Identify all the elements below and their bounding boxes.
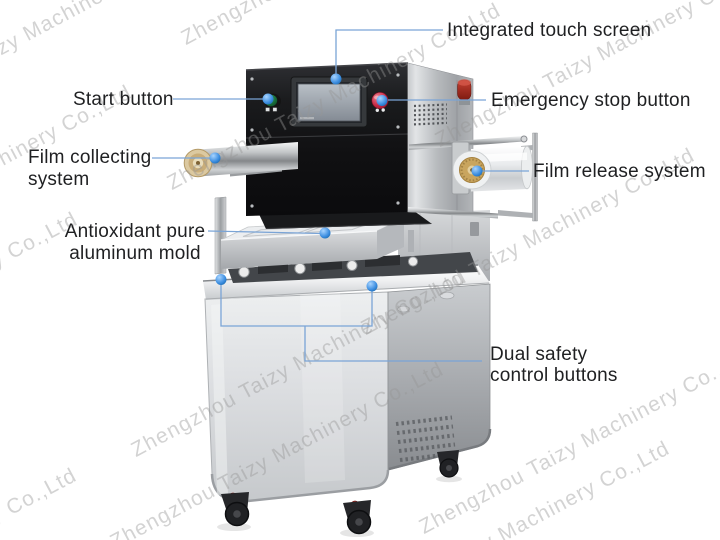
- line-dual-safety: [220, 284, 482, 362]
- caster-right: [437, 450, 459, 478]
- label-line: control buttons: [490, 365, 618, 386]
- annotation-dots: [209, 73, 483, 292]
- machine-cabinet: [204, 283, 492, 503]
- dot-mold: [319, 227, 331, 239]
- side-grille: [413, 103, 448, 126]
- caster-left: [221, 492, 250, 527]
- label-line: Film collecting: [28, 147, 152, 168]
- label-start-button: Start button: [73, 89, 174, 110]
- dot-film-release: [471, 165, 483, 177]
- label-emergency-stop-button: Emergency stop button: [491, 90, 691, 111]
- label-dual-safety-control-buttons: Dual safety control buttons: [490, 344, 618, 386]
- machine-head: [245, 62, 474, 216]
- panel-screws: [250, 73, 400, 208]
- label-film-collecting-system: Film collecting system: [28, 147, 151, 190]
- label-film-release-system: Film release system: [533, 161, 706, 182]
- caster-center: [343, 500, 372, 535]
- label-line: Dual safety: [490, 344, 588, 365]
- dot-film-collecting: [209, 152, 221, 164]
- aluminum-mold: [220, 217, 405, 269]
- label-line: Antioxidant pure: [64, 221, 206, 242]
- cabinet-vents: [395, 415, 457, 462]
- line-mold: [207, 230, 323, 235]
- dot-dual-safety-left: [215, 274, 227, 285]
- casters: [217, 450, 462, 537]
- dot-dual-safety-right: [366, 280, 378, 292]
- dot-emergency-stop: [376, 95, 388, 106]
- label-line: system: [28, 168, 90, 190]
- label-integrated-touch-screen: Integrated touch screen: [447, 20, 652, 41]
- label-line: aluminum mold: [69, 243, 201, 264]
- side-estop-mushroom: [457, 79, 472, 105]
- cabinet-badge: [439, 291, 455, 300]
- line-touch-screen: [335, 29, 443, 74]
- cabinet-badge: [397, 305, 410, 313]
- annotation-lines: [152, 29, 529, 362]
- touch-screen: [290, 76, 368, 128]
- label-antioxidant-aluminum-mold: Antioxidant pure aluminum mold: [55, 221, 215, 265]
- dot-start-button: [262, 93, 274, 105]
- dot-touch-screen: [330, 73, 342, 85]
